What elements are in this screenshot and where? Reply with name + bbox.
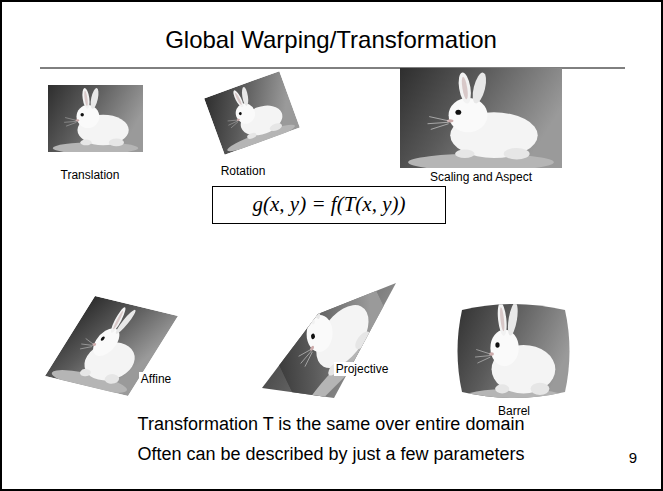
projective-image xyxy=(260,240,400,420)
affine-image xyxy=(44,296,178,398)
slide-title: Global Warping/Transformation xyxy=(165,26,497,54)
formula-text: g(x, y) = f(T(x, y)) xyxy=(213,192,445,217)
caption: Translation xyxy=(59,168,122,182)
note-text: Transformation T is the same over entire… xyxy=(138,414,525,435)
caption: Rotation xyxy=(219,164,268,178)
caption: Affine xyxy=(139,372,173,386)
barrel-image xyxy=(455,298,573,407)
note-text: Often can be described by just a few par… xyxy=(137,444,524,465)
caption: Scaling and Aspect xyxy=(428,170,534,184)
page-number: 9 xyxy=(629,449,637,466)
scaling-image xyxy=(400,68,562,171)
caption: Projective xyxy=(334,362,391,376)
formula-box: g(x, y) = f(T(x, y)) xyxy=(212,186,446,224)
rotation-image xyxy=(204,71,300,156)
translation-image xyxy=(48,85,143,154)
